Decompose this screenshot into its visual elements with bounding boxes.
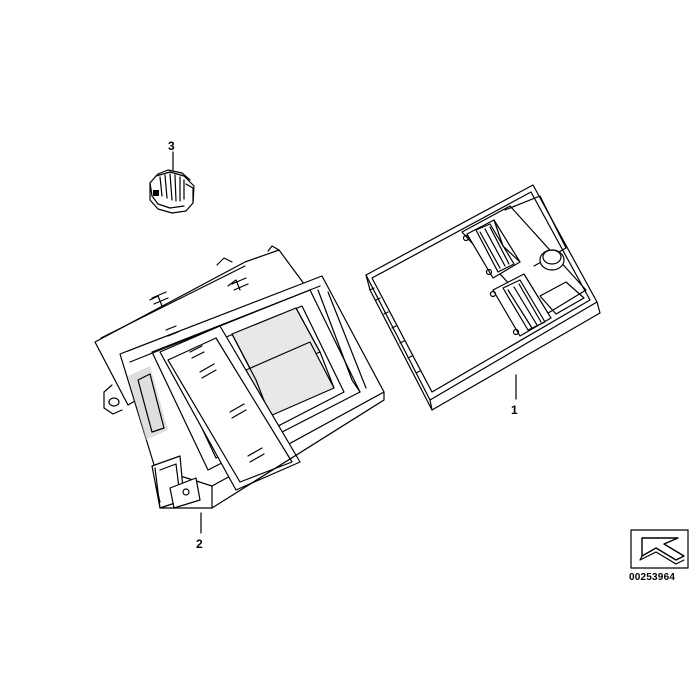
part-3-clip[interactable] (149, 169, 195, 214)
catalog-code: 00253964 (629, 572, 676, 583)
callout-2[interactable]: 2 (196, 537, 203, 551)
part-2-bracket[interactable] (94, 245, 385, 509)
direction-arrow-icon (630, 529, 689, 569)
part-1-module[interactable] (365, 184, 601, 411)
callout-3[interactable]: 3 (168, 139, 175, 153)
callout-1[interactable]: 1 (511, 403, 518, 417)
